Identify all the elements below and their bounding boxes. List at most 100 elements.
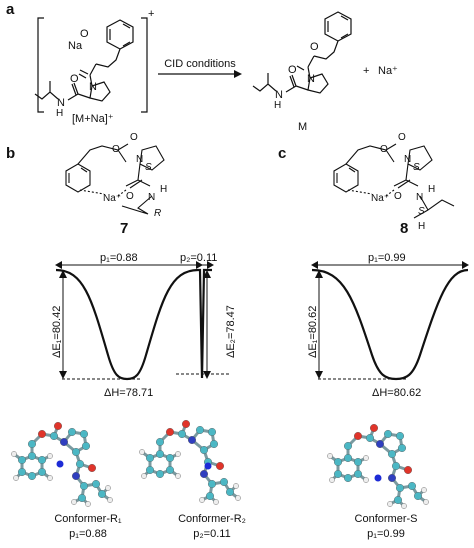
reactant-sec-butyl bbox=[34, 81, 59, 100]
sodium-atom bbox=[204, 462, 212, 470]
model-atom bbox=[384, 430, 393, 439]
model-atom bbox=[18, 468, 27, 477]
model-atom bbox=[28, 440, 37, 449]
model-atom bbox=[213, 499, 219, 505]
reactant-N-label: N bbox=[89, 81, 97, 93]
reaction-condition: CID conditions bbox=[164, 58, 236, 70]
model-atom bbox=[392, 462, 401, 471]
model-atom bbox=[354, 458, 363, 467]
conformer-R1-name: Conformer-R₁ bbox=[54, 513, 122, 525]
product-label: M bbox=[298, 121, 307, 133]
product-na-ion: Na⁺ bbox=[378, 65, 398, 77]
reactant-charge: + bbox=[148, 8, 154, 20]
reactant-pyrrolidine bbox=[89, 81, 111, 102]
c8-O2: O bbox=[398, 132, 406, 143]
model-atom bbox=[376, 440, 385, 449]
reactant-Na: Na bbox=[68, 40, 83, 52]
c7-cation-pi bbox=[79, 189, 105, 195]
model-atom bbox=[199, 497, 205, 503]
model-atom bbox=[370, 424, 379, 433]
model-atom bbox=[354, 470, 363, 479]
energy-b-dH: ΔH=78.71 bbox=[104, 387, 153, 399]
panel-label-c: c bbox=[278, 145, 286, 162]
model-atom bbox=[423, 499, 429, 505]
conformer-R1-model bbox=[11, 422, 113, 507]
c7-Na: Na⁺ bbox=[103, 193, 121, 204]
model-atom bbox=[85, 501, 91, 507]
product-phenyl-ring bbox=[324, 11, 352, 42]
model-atom bbox=[38, 430, 47, 439]
model-atom bbox=[401, 503, 407, 509]
model-atom bbox=[354, 432, 363, 441]
model-atom bbox=[165, 454, 174, 463]
model-atom bbox=[207, 428, 216, 437]
c7-N: N bbox=[136, 154, 143, 165]
reactant-structure bbox=[34, 17, 148, 113]
c8-chain bbox=[345, 143, 397, 165]
model-atom bbox=[334, 470, 343, 479]
c8-phenyl-double bbox=[336, 167, 356, 183]
c7-config-S: S bbox=[145, 162, 152, 173]
energy-curve-b bbox=[55, 268, 212, 381]
sodium-atom bbox=[374, 474, 382, 482]
c7-config-R: R bbox=[154, 208, 161, 219]
compound-8-number: 8 bbox=[400, 220, 408, 237]
c7-NH-N: N bbox=[148, 192, 155, 203]
product-amide bbox=[285, 74, 309, 93]
model-atom bbox=[366, 434, 375, 443]
conformer-S-p: p₁=0.99 bbox=[367, 528, 405, 540]
model-atom bbox=[199, 470, 208, 479]
c7-NH-H: H bbox=[160, 184, 167, 195]
model-atom bbox=[105, 485, 111, 491]
c7-O2: O bbox=[130, 132, 138, 143]
model-atom bbox=[145, 466, 154, 475]
c7-O1: O bbox=[112, 144, 120, 155]
c7-Na-O bbox=[117, 189, 127, 197]
c8-O3: O bbox=[394, 191, 402, 202]
c8-phenyl bbox=[333, 163, 359, 193]
c8-O1: O bbox=[380, 144, 388, 155]
model-atom bbox=[175, 451, 181, 457]
model-atom bbox=[199, 446, 208, 455]
panel-label-a: a bbox=[6, 1, 15, 18]
model-atom bbox=[38, 468, 47, 477]
reactant-phenyl-ring bbox=[106, 19, 134, 50]
model-atom bbox=[334, 458, 343, 467]
model-atom bbox=[344, 454, 353, 463]
model-atom bbox=[344, 474, 353, 483]
reaction-arrow bbox=[158, 70, 242, 78]
model-atom bbox=[28, 452, 37, 461]
model-atom bbox=[81, 442, 90, 451]
sodium-atom bbox=[56, 460, 64, 468]
c8-amide bbox=[393, 163, 419, 189]
c7-amide bbox=[125, 163, 151, 189]
product-benzyl-chain bbox=[313, 40, 339, 60]
energy-b-p2: p₂=0.11 bbox=[180, 252, 217, 264]
model-atom bbox=[155, 450, 164, 459]
model-atom bbox=[207, 480, 216, 489]
conformer-S-model bbox=[327, 424, 429, 509]
c8-config-S-bottom: S bbox=[418, 206, 425, 217]
product-N-label: N bbox=[307, 73, 315, 85]
model-atom bbox=[187, 436, 196, 445]
model-atom bbox=[47, 453, 53, 459]
c8-config-S-top: S bbox=[413, 162, 420, 173]
product-structure bbox=[252, 11, 352, 94]
model-atom bbox=[363, 477, 369, 483]
model-atom bbox=[71, 472, 80, 481]
product-carbamate bbox=[296, 55, 315, 79]
model-atom bbox=[54, 422, 63, 431]
model-atom bbox=[233, 483, 239, 489]
model-atom bbox=[205, 492, 214, 501]
c8-NH-H: H bbox=[428, 184, 435, 195]
model-atom bbox=[388, 450, 397, 459]
reactant-H-label: H bbox=[56, 108, 63, 119]
conformer-R1-p: p₁=0.88 bbox=[69, 528, 107, 540]
model-atom bbox=[235, 495, 241, 501]
left-bracket bbox=[37, 17, 44, 113]
model-atom bbox=[13, 475, 19, 481]
reactant-phenyl-double-bonds bbox=[109, 23, 131, 47]
model-atom bbox=[394, 496, 403, 505]
c7-alkyl bbox=[121, 195, 153, 215]
c7-pyrrolidine bbox=[139, 145, 165, 171]
